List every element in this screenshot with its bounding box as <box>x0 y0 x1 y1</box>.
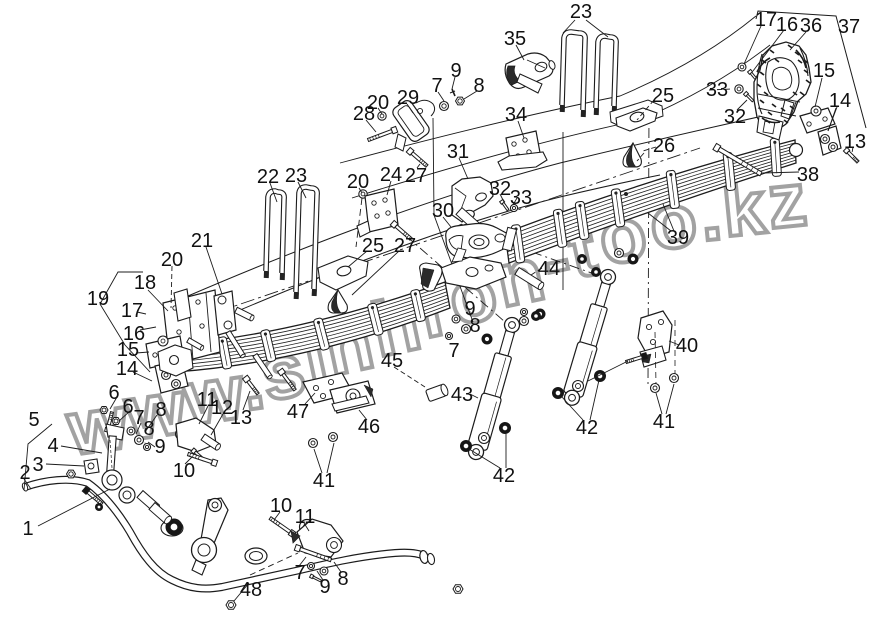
svg-text:6: 6 <box>108 382 119 404</box>
svg-text:9: 9 <box>154 436 165 458</box>
svg-text:16: 16 <box>776 14 798 36</box>
svg-text:8: 8 <box>143 418 154 440</box>
svg-text:23: 23 <box>570 1 592 23</box>
svg-text:29: 29 <box>397 87 419 109</box>
svg-text:8: 8 <box>337 568 348 590</box>
svg-text:9: 9 <box>464 298 475 320</box>
svg-text:11: 11 <box>295 506 316 528</box>
svg-text:24: 24 <box>380 164 402 186</box>
svg-text:22: 22 <box>257 166 279 188</box>
svg-text:39: 39 <box>667 227 689 249</box>
svg-text:33: 33 <box>706 79 728 101</box>
svg-text:28: 28 <box>353 103 375 125</box>
svg-text:20: 20 <box>347 171 369 193</box>
svg-text:7: 7 <box>294 562 305 584</box>
svg-text:17: 17 <box>121 300 143 322</box>
svg-text:43: 43 <box>451 384 473 406</box>
svg-text:20: 20 <box>161 249 183 271</box>
svg-text:40: 40 <box>676 335 698 357</box>
svg-text:41: 41 <box>313 470 335 492</box>
svg-text:30: 30 <box>432 200 454 222</box>
svg-text:9: 9 <box>319 576 330 598</box>
svg-text:26: 26 <box>653 135 675 157</box>
svg-text:1: 1 <box>22 518 33 540</box>
svg-text:21: 21 <box>191 230 213 252</box>
svg-text:4: 4 <box>47 435 58 457</box>
svg-text:27: 27 <box>405 165 427 187</box>
svg-text:10: 10 <box>270 495 292 517</box>
svg-text:13: 13 <box>230 407 252 429</box>
svg-text:18: 18 <box>134 272 156 294</box>
svg-text:17: 17 <box>755 9 777 31</box>
svg-text:8: 8 <box>473 75 484 97</box>
svg-text:7: 7 <box>431 75 442 97</box>
svg-text:10: 10 <box>173 460 195 482</box>
svg-text:47: 47 <box>287 401 309 423</box>
svg-text:8: 8 <box>155 399 166 421</box>
svg-text:3: 3 <box>32 454 43 476</box>
svg-text:19: 19 <box>87 288 109 310</box>
svg-text:14: 14 <box>116 358 138 380</box>
svg-text:25: 25 <box>362 235 384 257</box>
svg-text:37: 37 <box>838 16 860 38</box>
svg-text:35: 35 <box>504 28 526 50</box>
svg-text:41: 41 <box>653 411 675 433</box>
svg-text:38: 38 <box>797 164 819 186</box>
svg-text:45: 45 <box>381 350 403 372</box>
svg-text:15: 15 <box>813 60 835 82</box>
svg-text:13: 13 <box>844 131 866 153</box>
svg-text:7: 7 <box>448 340 459 362</box>
svg-text:31: 31 <box>447 141 469 163</box>
svg-text:32: 32 <box>489 178 511 200</box>
svg-text:33: 33 <box>510 187 532 209</box>
svg-text:6: 6 <box>122 396 133 418</box>
svg-text:36: 36 <box>800 15 822 37</box>
svg-text:2: 2 <box>19 462 30 484</box>
svg-text:23: 23 <box>285 165 307 187</box>
svg-text:14: 14 <box>829 90 851 112</box>
svg-text:27: 27 <box>394 235 416 257</box>
svg-text:42: 42 <box>576 417 598 439</box>
svg-text:32: 32 <box>724 106 746 128</box>
svg-text:42: 42 <box>493 465 515 487</box>
svg-text:9: 9 <box>450 60 461 82</box>
svg-text:48: 48 <box>240 579 262 601</box>
svg-text:25: 25 <box>652 85 674 107</box>
svg-text:44: 44 <box>538 258 560 280</box>
svg-text:5: 5 <box>28 409 39 431</box>
svg-text:46: 46 <box>358 416 380 438</box>
svg-text:34: 34 <box>505 104 527 126</box>
